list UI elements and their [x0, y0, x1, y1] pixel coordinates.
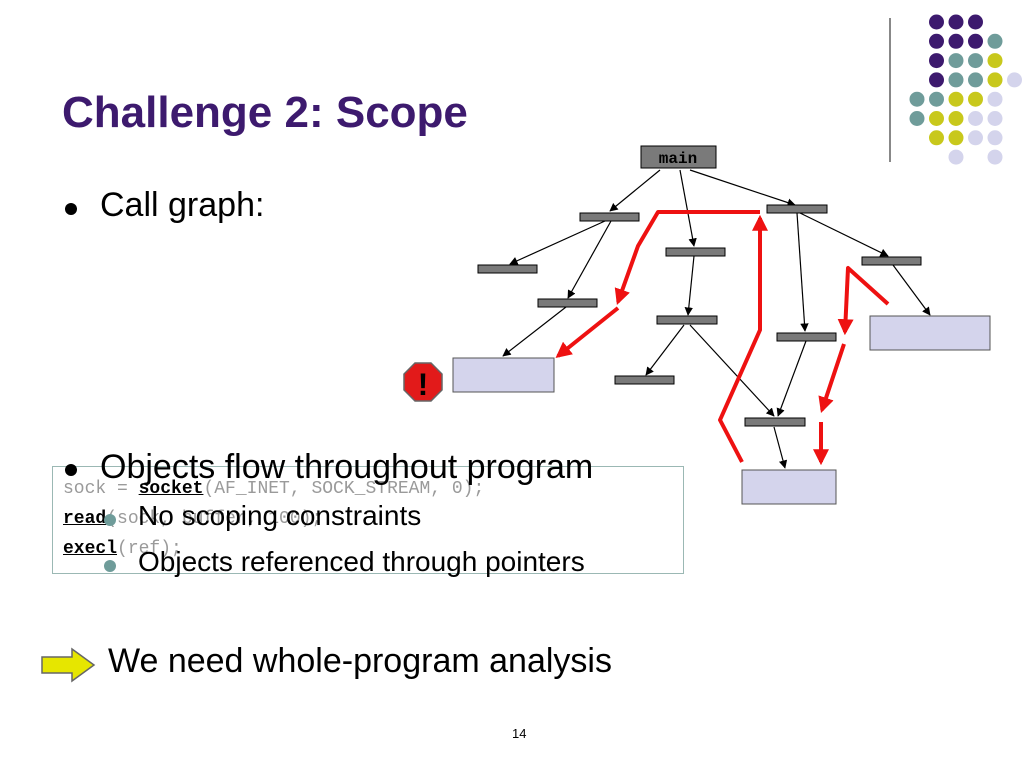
- function-node: [776, 332, 837, 342]
- decorative-dot: [987, 33, 1003, 49]
- function-node: [614, 375, 675, 385]
- code-fn-read: read: [63, 509, 107, 529]
- decorative-dot: [1007, 72, 1022, 88]
- code-text: (AF_INET, SOCK_STREAM, 0);: [203, 479, 485, 499]
- sub-bullet-dot: [104, 560, 116, 572]
- call-edge: [567, 220, 612, 299]
- call-edge: [609, 169, 661, 212]
- leaf-node-read: [741, 469, 837, 505]
- decorative-dot: [968, 53, 983, 69]
- function-node: [656, 315, 718, 325]
- decorative-dot: [929, 111, 944, 126]
- flow-arrow: [718, 214, 768, 463]
- decorative-dot: [948, 14, 964, 30]
- function-node: [861, 256, 922, 266]
- function-node: [744, 417, 806, 427]
- call-edge: [684, 255, 695, 316]
- decorative-dot: [987, 130, 1003, 146]
- conclusion-text: We need whole-program analysis: [108, 642, 612, 680]
- bullet-objects-flow: Objects flow throughout program: [100, 448, 594, 486]
- leaf-nodes: [452, 315, 991, 505]
- decorative-dot: [987, 72, 1003, 88]
- code-line-execl: execl(ref);: [63, 539, 182, 559]
- flow-arrow: [818, 343, 846, 414]
- call-edge: [776, 340, 807, 417]
- sub-bullet-dot: [104, 514, 116, 526]
- decorative-dot: [987, 53, 1003, 69]
- decorative-dot: [968, 33, 983, 49]
- decorative-dot: [948, 72, 964, 88]
- code-line-read: read(sock, buffer, 100);: [63, 509, 322, 529]
- function-node: [537, 298, 598, 308]
- call-edge: [502, 306, 567, 357]
- call-edge: [645, 324, 685, 376]
- code-text: (sock, buffer, 100);: [106, 509, 323, 529]
- decorative-dot: [948, 91, 964, 107]
- call-edges: [502, 169, 931, 469]
- leaf-node-execl: [452, 357, 555, 393]
- decorative-dot: [909, 91, 925, 107]
- decorative-dot: [948, 33, 964, 49]
- code-text: (ref);: [117, 539, 182, 559]
- main-node-label: main: [659, 150, 697, 168]
- decorative-dot: [968, 72, 983, 88]
- decorative-dot: [929, 33, 944, 49]
- call-edge: [509, 220, 606, 265]
- decorative-dot: [909, 111, 925, 126]
- bullet-dot: [65, 203, 77, 215]
- decorative-dot: [968, 91, 983, 107]
- code-line-socket: sock = socket(AF_INET, SOCK_STREAM, 0);: [63, 479, 484, 499]
- function-node: [665, 247, 726, 257]
- function-node: [766, 204, 828, 214]
- flow-arrow: [837, 266, 890, 336]
- code-fn-execl: execl: [63, 539, 118, 559]
- warning-symbol: !: [413, 368, 432, 405]
- call-edge: [773, 426, 788, 469]
- decorative-dot: [929, 53, 944, 69]
- call-edge: [689, 324, 775, 417]
- code-fn-socket: socket: [138, 479, 204, 499]
- bullet-call-graph: Call graph:: [100, 186, 265, 224]
- decorative-dot: [968, 111, 983, 126]
- decorative-dot: [929, 14, 944, 30]
- sub-bullet-no-scoping: No scoping constraints: [138, 500, 422, 531]
- decorative-divider: [889, 18, 891, 162]
- call-edge: [796, 212, 809, 332]
- sub-bullet-referenced: Objects referenced through pointers: [138, 546, 585, 577]
- right-arrow-icon: [41, 647, 96, 683]
- page-number: 14: [512, 726, 527, 741]
- decorative-dot: [968, 14, 983, 30]
- call-edge: [689, 169, 796, 207]
- decorative-dot: [948, 130, 964, 146]
- slide-title: Challenge 2: Scope: [62, 88, 468, 137]
- function-nodes: [477, 204, 922, 427]
- decorative-dot: [987, 91, 1003, 107]
- call-edge: [679, 169, 697, 247]
- leaf-node-socket: [869, 315, 991, 351]
- flow-arrow: [555, 306, 620, 358]
- main-node: [640, 145, 717, 169]
- decorative-dot: [987, 111, 1003, 126]
- decorative-dot: [968, 130, 983, 146]
- flow-arrow: [614, 210, 760, 306]
- bullet-dot: [65, 464, 77, 476]
- decorative-dot: [948, 111, 964, 126]
- call-edge: [892, 264, 931, 316]
- code-box: sock = socket(AF_INET, SOCK_STREAM, 0); …: [52, 466, 684, 574]
- function-node: [579, 212, 640, 222]
- function-node: [477, 264, 538, 274]
- call-edge: [799, 212, 889, 257]
- warning-octagon: [403, 362, 443, 402]
- code-text: sock =: [63, 479, 139, 499]
- decorative-dot: [948, 53, 964, 69]
- data-flow-arrows: [555, 210, 890, 466]
- decorative-dot: [948, 149, 964, 165]
- decorative-dot: [987, 149, 1003, 165]
- decorative-dot: [929, 72, 944, 88]
- decorative-dot: [929, 130, 944, 146]
- decorative-dot: [929, 91, 944, 107]
